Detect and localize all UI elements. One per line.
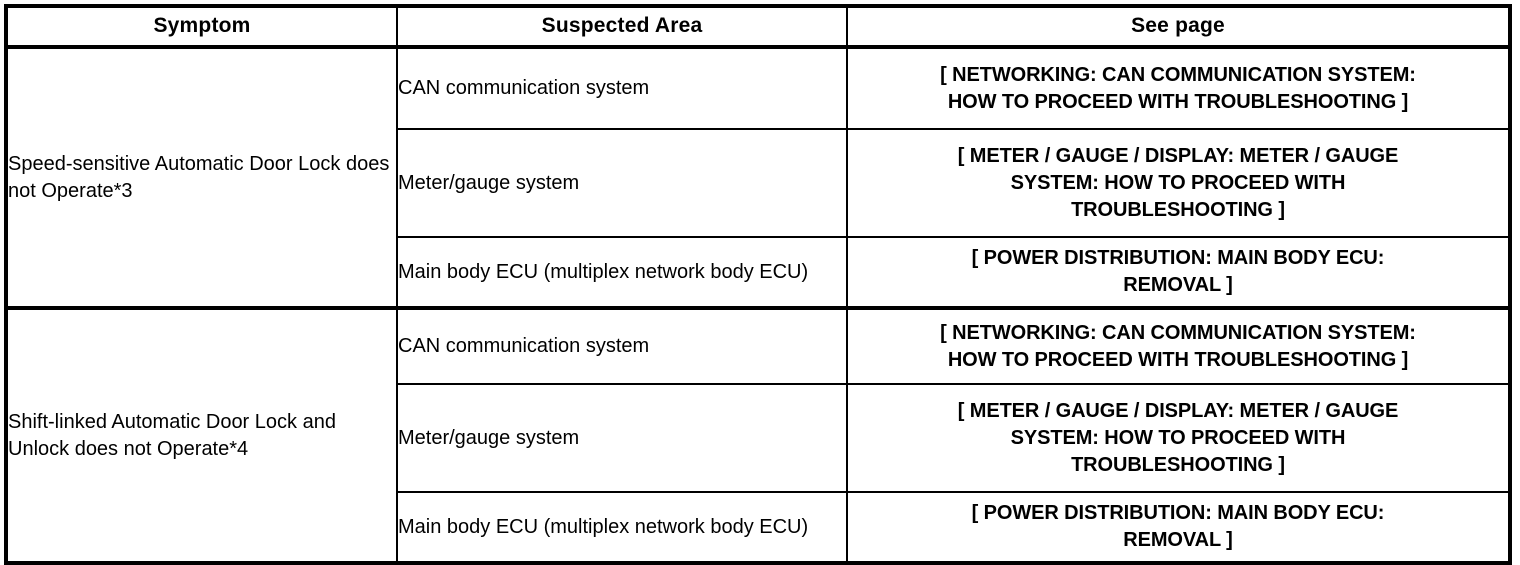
symptom-cell-group-2: Shift-linked Automatic Door Lock and Unl… xyxy=(5,306,398,564)
see-page-cell: [ METER / GAUGE / DISPLAY: METER / GAUGE… xyxy=(846,128,1511,238)
see-page-cell: [ POWER DISTRIBUTION: MAIN BODY ECU: REM… xyxy=(846,236,1511,309)
suspected-area-label: Meter/gauge system xyxy=(398,171,580,194)
table-row: Meter/gauge system [ METER / GAUGE / DIS… xyxy=(6,383,1511,493)
symptom-label: Speed-sensitive Automatic Door Lock does… xyxy=(8,152,390,202)
table-head: Symptom Suspected Area See page xyxy=(5,5,1511,49)
suspected-area-label: Main body ECU (multiplex network body EC… xyxy=(398,515,809,538)
see-page-reference: [ METER / GAUGE / DISPLAY: METER / GAUGE… xyxy=(957,399,1399,476)
see-page-reference: [ METER / GAUGE / DISPLAY: METER / GAUGE… xyxy=(957,144,1399,221)
see-page-cell: [ METER / GAUGE / DISPLAY: METER / GAUGE… xyxy=(846,383,1511,493)
suspected-area-cell: Main body ECU (multiplex network body EC… xyxy=(396,236,848,309)
troubleshooting-table-wrapper: Symptom Suspected Area See page Speed-se… xyxy=(4,4,1512,565)
suspected-area-cell: CAN communication system xyxy=(396,306,848,385)
table-header-row: Symptom Suspected Area See page xyxy=(5,5,1511,49)
see-page-reference: [ POWER DISTRIBUTION: MAIN BODY ECU: REM… xyxy=(971,247,1385,296)
suspected-area-cell: Meter/gauge system xyxy=(396,383,848,493)
column-header-see-page-label: See page xyxy=(1131,14,1225,38)
symptom-cell-group-1: Speed-sensitive Automatic Door Lock does… xyxy=(5,46,398,309)
column-header-symptom: Symptom xyxy=(5,5,398,49)
column-header-symptom-label: Symptom xyxy=(153,14,251,38)
column-header-see-page: See page xyxy=(846,5,1511,49)
column-header-suspected-area-label: Suspected Area xyxy=(541,14,703,38)
see-page-cell: [ NETWORKING: CAN COMMUNICATION SYSTEM: … xyxy=(846,46,1511,130)
see-page-cell: [ POWER DISTRIBUTION: MAIN BODY ECU: REM… xyxy=(846,491,1511,564)
suspected-area-cell: CAN communication system xyxy=(396,46,848,130)
suspected-area-label: Meter/gauge system xyxy=(398,426,580,449)
suspected-area-label: CAN communication system xyxy=(398,335,650,357)
table-row: Meter/gauge system [ METER / GAUGE / DIS… xyxy=(6,128,1511,238)
see-page-reference: [ NETWORKING: CAN COMMUNICATION SYSTEM: … xyxy=(940,63,1416,113)
see-page-reference: [ NETWORKING: CAN COMMUNICATION SYSTEM: … xyxy=(940,321,1416,371)
page-root: Symptom Suspected Area See page Speed-se… xyxy=(4,4,1512,565)
suspected-area-cell: Meter/gauge system xyxy=(396,128,848,238)
symptom-suspected-area-table: Symptom Suspected Area See page Speed-se… xyxy=(4,4,1512,565)
symptom-label: Shift-linked Automatic Door Lock and Unl… xyxy=(8,410,336,460)
table-row: Main body ECU (multiplex network body EC… xyxy=(6,236,1511,309)
table-body: Speed-sensitive Automatic Door Lock does… xyxy=(5,46,1511,564)
table-row: Shift-linked Automatic Door Lock and Unl… xyxy=(5,306,1511,564)
see-page-reference: [ POWER DISTRIBUTION: MAIN BODY ECU: REM… xyxy=(971,502,1385,551)
suspected-area-label: CAN communication system xyxy=(398,77,650,99)
table-row: Speed-sensitive Automatic Door Lock does… xyxy=(5,46,1511,309)
column-header-suspected-area: Suspected Area xyxy=(396,5,848,49)
suspected-area-cell: Main body ECU (multiplex network body EC… xyxy=(396,491,848,564)
see-page-cell: [ NETWORKING: CAN COMMUNICATION SYSTEM: … xyxy=(846,306,1511,385)
suspected-area-label: Main body ECU (multiplex network body EC… xyxy=(398,260,809,283)
